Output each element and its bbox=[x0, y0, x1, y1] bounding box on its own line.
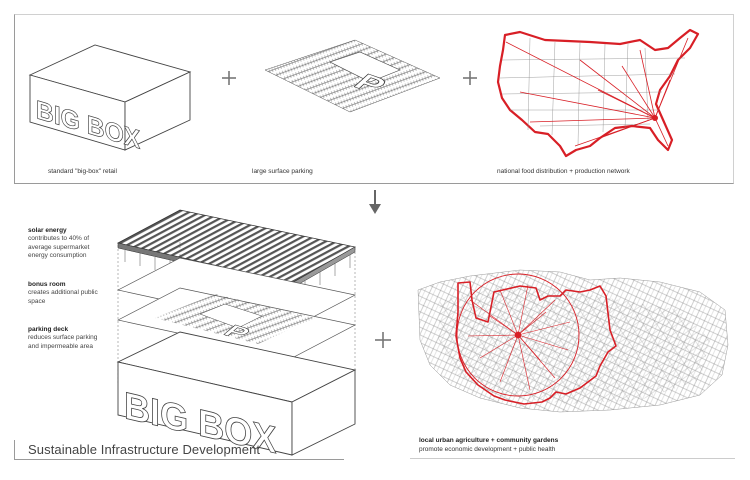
page-title: Sustainable Infrastructure Development bbox=[28, 442, 261, 457]
local-agriculture-body: promote economic development + public he… bbox=[419, 445, 556, 453]
parking-caption: large surface parking bbox=[252, 168, 313, 175]
community-hub-marker bbox=[514, 331, 522, 339]
plus-icon bbox=[375, 332, 391, 348]
bonus-room-note: bonus room creates additional public spa… bbox=[28, 281, 108, 306]
parking-deck-note: parking deck reduces surface parking and… bbox=[28, 326, 108, 351]
plus-icon bbox=[222, 71, 236, 85]
solar-energy-body: contributes to 40% of average supermarke… bbox=[28, 235, 90, 260]
parking-deck-layer: P bbox=[116, 287, 357, 359]
parking-deck-title: parking deck bbox=[28, 326, 69, 333]
us-distribution-map bbox=[496, 28, 700, 158]
surface-parking-lot: P bbox=[264, 39, 441, 113]
caption-divider bbox=[410, 458, 735, 459]
local-urban-agriculture-map bbox=[417, 269, 729, 413]
plus-icon bbox=[463, 71, 477, 85]
title-bracket bbox=[14, 440, 344, 460]
down-arrow-icon bbox=[369, 190, 381, 214]
solar-energy-title: solar energy bbox=[28, 227, 67, 234]
big-box-caption: standard "big-box" retail bbox=[48, 168, 117, 175]
top-panel-frame bbox=[14, 14, 734, 184]
local-agriculture-title: local urban agriculture + community gard… bbox=[419, 437, 559, 444]
parking-deck-body: reduces surface parking and impermeable … bbox=[28, 334, 98, 350]
national-network-caption: national food distribution + production … bbox=[497, 168, 630, 175]
bonus-room-title: bonus room bbox=[28, 281, 66, 288]
distribution-hub-marker bbox=[652, 115, 658, 121]
exploded-building-stack: P BIG BOX bbox=[116, 209, 357, 462]
big-box-isometric-block: BIG BOX bbox=[28, 44, 192, 155]
bonus-room-body: creates additional public space bbox=[28, 289, 98, 305]
local-agriculture-caption: local urban agriculture + community gard… bbox=[419, 437, 558, 454]
solar-energy-note: solar energy contributes to 40% of avera… bbox=[28, 227, 108, 261]
